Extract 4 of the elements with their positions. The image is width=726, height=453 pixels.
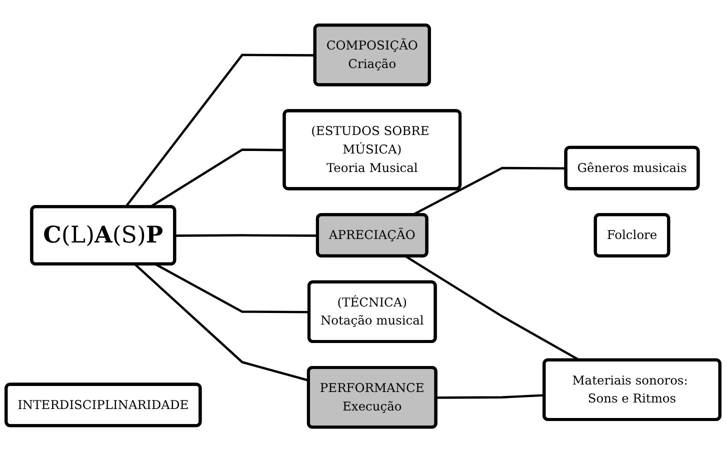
connector	[134, 264, 310, 382]
connector	[436, 394, 545, 400]
connector	[175, 234, 318, 238]
connector	[155, 264, 310, 314]
